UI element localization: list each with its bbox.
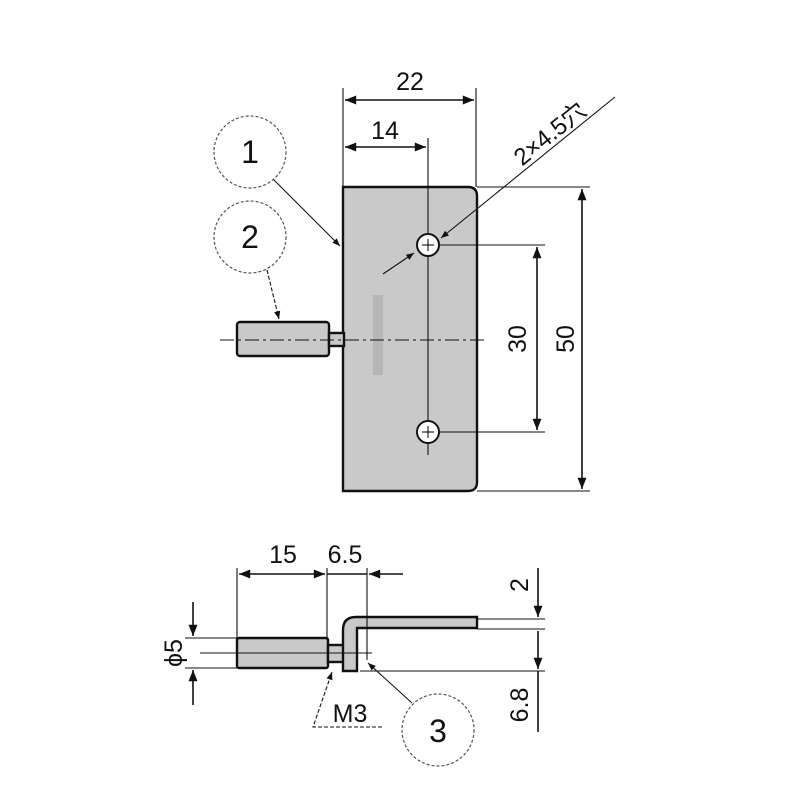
callout-3-label: 3 xyxy=(429,713,447,749)
hole-note-leader xyxy=(440,96,616,239)
dim-pin-diameter-label: ϕ5 xyxy=(160,639,188,667)
dim-side-height-label: 6.8 xyxy=(506,688,534,723)
dim-pin-length-label: 15 xyxy=(269,541,297,569)
dim-hole-pitch-label: 30 xyxy=(504,325,532,353)
dim-height-label: 50 xyxy=(552,325,580,353)
hole-top xyxy=(416,233,440,257)
callout-1-label: 1 xyxy=(241,134,259,170)
callout-1-bubble xyxy=(213,115,287,189)
dim-offset-label: 6.5 xyxy=(328,541,363,569)
plate-marking xyxy=(373,295,383,375)
callout-2-label: 2 xyxy=(241,219,259,255)
dim-width-label: 22 xyxy=(396,68,424,96)
callout-3-bubble xyxy=(401,693,475,767)
dim-hole-offset-label: 14 xyxy=(371,117,399,145)
top-view: 22 14 2×4.5穴 30 50 1 2 xyxy=(213,68,616,493)
thread-note-label: M3 xyxy=(333,700,368,728)
hole-bottom xyxy=(416,420,440,444)
side-view: 15 6.5 ϕ5 2 6.8 M3 3 xyxy=(160,541,545,767)
callout-2-bubble xyxy=(213,200,287,274)
dim-thickness-label: 2 xyxy=(506,578,534,592)
hole-note-label: 2×4.5穴 xyxy=(509,97,592,171)
side-bracket xyxy=(341,615,479,673)
mounting-plate xyxy=(341,185,479,493)
pin xyxy=(235,320,331,358)
